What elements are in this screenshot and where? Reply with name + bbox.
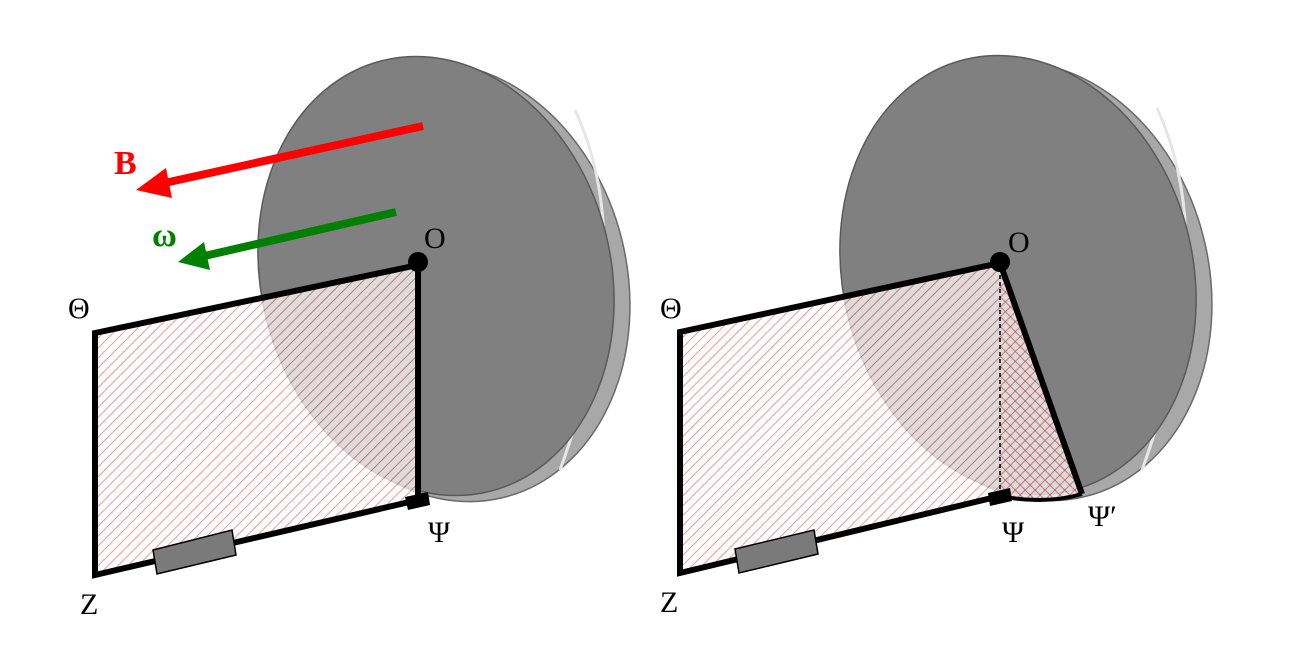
brush-contact [405,492,430,510]
circuit-area [95,265,418,575]
label-contact: Ψ [428,516,451,549]
label-bottom-corner: Z [660,586,678,619]
circuit-area [680,263,1000,573]
axle-dot [990,252,1010,272]
right-panel: O Θ Z Ψ Ψ′ [660,54,1213,619]
omega-label: ω [152,217,177,254]
omega-arrowhead [178,242,210,270]
label-center: O [1008,226,1030,259]
axle-dot [408,252,428,272]
label-contact: Ψ [1002,516,1025,549]
b-field-arrow [159,122,424,188]
resistor [734,529,819,574]
moved-radius [997,261,1085,496]
label-center: O [424,222,446,255]
b-field-label: B [114,145,137,182]
circuit-wire [677,260,1001,577]
omega-arrow [199,208,397,261]
resistor [152,529,237,575]
label-top-corner: Θ [68,292,90,325]
left-panel: B ω O Θ Z Ψ [68,55,631,621]
b-field-arrowhead [136,168,172,198]
circuit-wire [92,262,421,579]
label-bottom-corner: Z [80,588,98,621]
brush-contact [988,488,1012,506]
label-top-corner: Θ [660,292,682,325]
label-contact-moved: Ψ′ [1088,500,1117,533]
